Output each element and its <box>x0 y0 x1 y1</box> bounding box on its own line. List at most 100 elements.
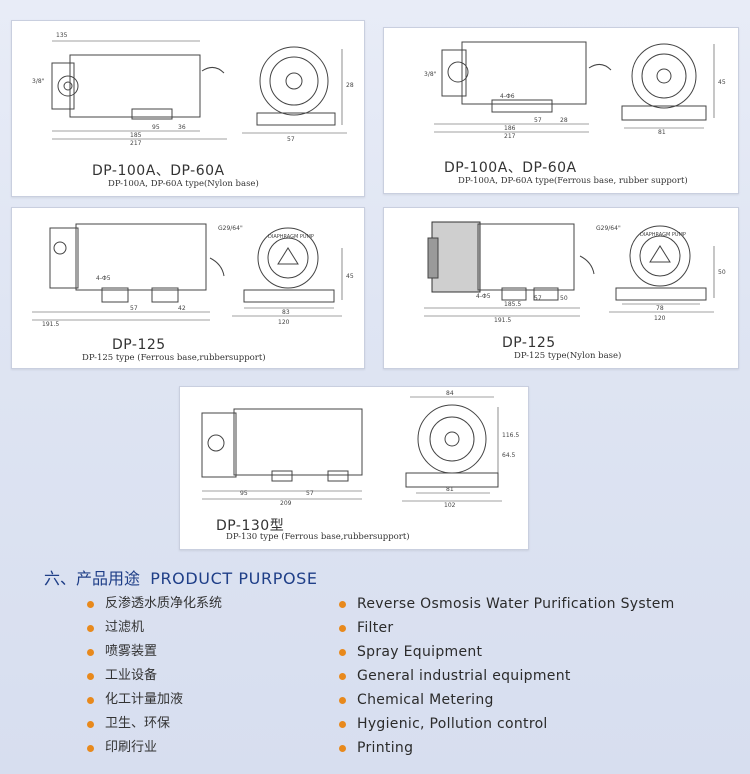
dim-label: 42 <box>178 305 186 312</box>
purpose-en: Filter <box>357 620 394 636</box>
bullet-icon <box>339 601 346 608</box>
purpose-en: Hygienic, Pollution control <box>357 716 548 732</box>
pump-label: DIAPHRAGM PUMP <box>640 232 686 238</box>
list-item: Chemical Metering <box>339 688 675 712</box>
dim-label: 185 <box>130 132 142 139</box>
dim-label: 135 <box>56 32 68 39</box>
dim-label: 120 <box>654 315 666 322</box>
bullet-icon <box>87 649 94 656</box>
bullet-icon <box>87 625 94 632</box>
list-item: 工业设备 <box>87 664 222 688</box>
list-item: 印刷行业 <box>87 736 222 760</box>
model-subtitle: DP-100A, DP-60A type(Ferrous base, rubbe… <box>458 176 688 186</box>
dim-label: 95 <box>240 490 248 497</box>
dim-label: 217 <box>504 133 516 140</box>
drawing-panel-dp130: 95 57 209 84 81 102 64.5 116.5 DP-130型 D… <box>179 386 529 550</box>
model-subtitle: DP-130 type (Ferrous base,rubbersupport) <box>226 532 410 542</box>
pump-label: DIAPHRAGM PUMP <box>268 234 314 240</box>
purpose-cn: 喷雾装置 <box>105 644 158 659</box>
dim-label: 186 <box>504 125 516 132</box>
model-subtitle: DP-125 type(Nylon base) <box>514 351 622 361</box>
dim-label: 102 <box>444 502 456 509</box>
list-item: General industrial equipment <box>339 664 675 688</box>
dim-label: 3/8" <box>424 71 437 78</box>
drawing-panel-dp100a-nylon: 135 3/8" 95 185 217 36 57 28 DP-100A、DP-… <box>11 20 365 197</box>
list-item: 卫生、环保 <box>87 712 222 736</box>
purpose-cn: 印刷行业 <box>105 740 158 755</box>
list-item: 化工计量加液 <box>87 688 222 712</box>
bullet-icon <box>339 745 346 752</box>
dim-label: 57 <box>534 117 542 124</box>
list-item: 反渗透水质净化系统 <box>87 592 222 616</box>
bullet-icon <box>87 745 94 752</box>
model-name: DP-125 <box>112 337 166 353</box>
dim-label: 45 <box>346 273 354 280</box>
model-name: DP-100A、DP-60A <box>444 160 577 176</box>
dim-label: 84 <box>446 390 454 397</box>
purpose-list-en: Reverse Osmosis Water Purification Syste… <box>339 592 675 760</box>
dim-label: 57 <box>130 305 138 312</box>
pump-drawing: 4-Φ5 185.5 57 50 191.5 G29/64" DIAPHRAGM… <box>424 221 726 324</box>
list-item: 喷雾装置 <box>87 640 222 664</box>
section-title-cn: 产品用途 <box>76 569 141 588</box>
model-name: DP-130型 <box>216 518 285 534</box>
dim-label: 78 <box>656 305 664 312</box>
dim-label: 4-Φ6 <box>500 93 515 100</box>
pump-drawing: 135 3/8" 95 185 217 36 57 28 <box>32 32 354 147</box>
model-name: DP-125 <box>502 335 556 351</box>
dim-label: 50 <box>718 269 726 276</box>
pump-drawing: 4-Φ5 57 42 191.5 G29/64" DIAPHRAGM PUMP … <box>32 223 354 328</box>
purpose-en: Spray Equipment <box>357 644 483 660</box>
purpose-en: Reverse Osmosis Water Purification Syste… <box>357 596 675 612</box>
bullet-icon <box>87 601 94 608</box>
dim-label: 191.5 <box>494 317 511 324</box>
bullet-icon <box>87 697 94 704</box>
list-item: Spray Equipment <box>339 640 675 664</box>
list-item: Hygienic, Pollution control <box>339 712 675 736</box>
dim-label: 120 <box>278 319 290 326</box>
dim-label: 64.5 <box>502 452 516 459</box>
purpose-en: General industrial equipment <box>357 668 571 684</box>
purpose-en: Chemical Metering <box>357 692 494 708</box>
list-item: Filter <box>339 616 675 640</box>
bullet-icon <box>339 673 346 680</box>
dim-label: 50 <box>560 295 568 302</box>
bullet-icon <box>339 697 346 704</box>
dim-label: 3/8" <box>32 78 45 85</box>
bullet-icon <box>339 649 346 656</box>
bullet-icon <box>87 673 94 680</box>
purpose-cn: 反渗透水质净化系统 <box>105 596 223 611</box>
drawing-panel-dp100a-ferrous: 3/8" 4-Φ6 186 217 57 28 81 45 DP-100A、DP… <box>383 27 739 194</box>
dim-label: 116.5 <box>502 432 519 439</box>
dim-label: 95 <box>152 124 160 131</box>
section-number: 六、 <box>44 569 77 588</box>
purpose-cn: 工业设备 <box>105 668 158 683</box>
pump-drawing: 95 57 209 84 81 102 64.5 116.5 <box>201 390 519 509</box>
list-item: Reverse Osmosis Water Purification Syste… <box>339 592 675 616</box>
model-name: DP-100A、DP-60A <box>92 163 225 179</box>
dim-label: 28 <box>346 82 354 89</box>
dim-label: 4-Φ5 <box>476 293 491 300</box>
pump-drawing: 3/8" 4-Φ6 186 217 57 28 81 45 <box>424 41 726 140</box>
purpose-cn: 化工计量加液 <box>105 692 184 707</box>
dim-label: 4-Φ5 <box>96 275 111 282</box>
dim-label: 81 <box>446 486 454 493</box>
dim-label: 83 <box>282 309 290 316</box>
list-item: Printing <box>339 736 675 760</box>
section-title-en: PRODUCT PURPOSE <box>150 569 318 588</box>
dim-label: 209 <box>280 500 292 507</box>
dim-label: G29/64" <box>596 225 621 232</box>
bullet-icon <box>339 625 346 632</box>
dim-label: G29/64" <box>218 225 243 232</box>
dim-label: 185.5 <box>504 301 521 308</box>
purpose-en: Printing <box>357 740 414 756</box>
dim-label: 191.5 <box>42 321 59 328</box>
drawing-panel-dp125-ferrous: 4-Φ5 57 42 191.5 G29/64" DIAPHRAGM PUMP … <box>11 207 365 369</box>
dim-label: 36 <box>178 124 186 131</box>
section-heading: 六、产品用途 PRODUCT PURPOSE <box>44 565 318 589</box>
purpose-list-cn: 反渗透水质净化系统 过滤机 喷雾装置 工业设备 化工计量加液 卫生、环保 印刷行… <box>87 592 222 760</box>
dim-label: 45 <box>718 79 726 86</box>
dim-label: 57 <box>306 490 314 497</box>
model-subtitle: DP-100A, DP-60A type(Nylon base) <box>108 179 259 189</box>
purpose-cn: 过滤机 <box>105 620 145 635</box>
